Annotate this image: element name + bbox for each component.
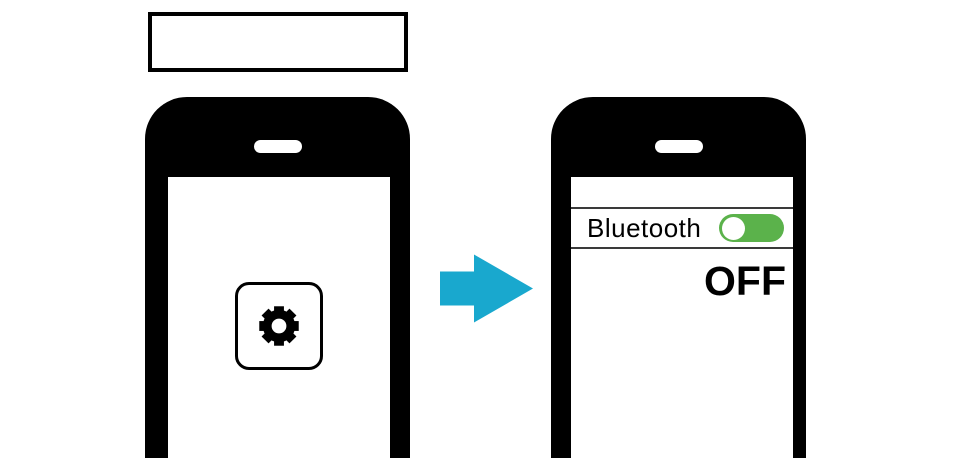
- bluetooth-row: Bluetooth: [571, 209, 793, 247]
- transition-arrow-icon: [440, 254, 533, 323]
- speaker-icon: [253, 140, 302, 153]
- gear-icon: [259, 306, 299, 346]
- phone-after: Bluetooth OFF: [551, 97, 806, 458]
- speaker-icon: [654, 140, 703, 153]
- bluetooth-status-text: OFF: [704, 258, 786, 304]
- phone-before: [145, 97, 410, 458]
- caption-box: [148, 12, 408, 72]
- separator-line: [571, 247, 793, 249]
- bluetooth-label: Bluetooth: [587, 212, 702, 243]
- status-row: OFF: [571, 261, 793, 302]
- settings-app-icon[interactable]: [235, 282, 323, 370]
- bluetooth-toggle[interactable]: [719, 214, 784, 242]
- toggle-knob-icon: [722, 216, 745, 240]
- screen-top-strip: [571, 177, 793, 207]
- phone-before-screen: [168, 177, 390, 458]
- separator-line: [571, 207, 793, 209]
- phone-after-screen: Bluetooth OFF: [571, 177, 793, 458]
